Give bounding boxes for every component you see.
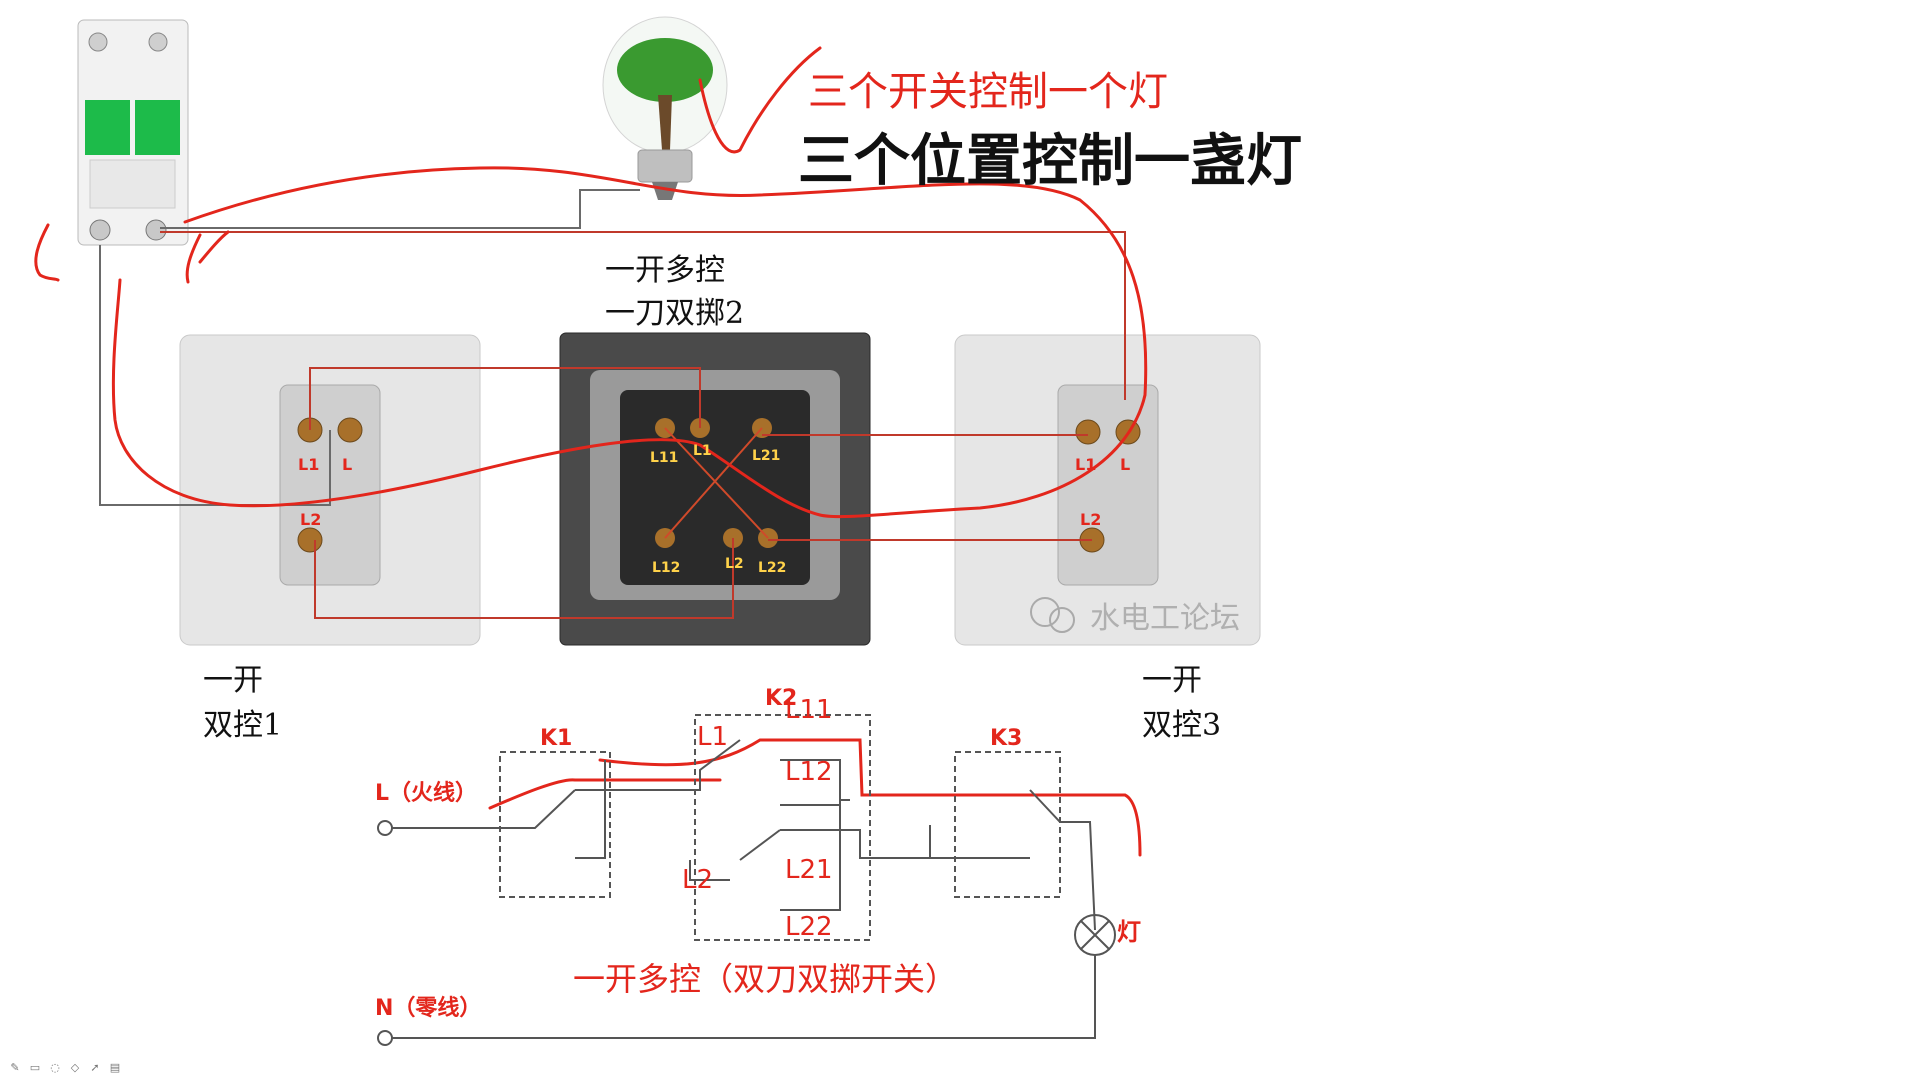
schematic-k2-l11: L11	[785, 695, 833, 725]
schematic-k3: K3	[990, 726, 1022, 751]
center-terminal-l2: L2	[725, 556, 744, 572]
title-black: 三个位置控制一盏灯	[798, 128, 1302, 194]
presentation-toolbar: ✎ ▭ ◌ ◇ ➚ ▤	[8, 1062, 122, 1074]
switch-panel-right	[954, 334, 1261, 646]
title-red: 三个开关控制一个灯	[808, 69, 1168, 115]
center-terminal-l21: L21	[752, 448, 780, 464]
left-switch-label-1: 一开	[203, 663, 263, 698]
watermark: 水电工论坛	[1030, 597, 1240, 636]
circuit-breaker	[77, 19, 189, 246]
watermark-text: 水电工论坛	[1090, 601, 1240, 636]
schematic-caption: 一开多控（双刀双掷开关）	[573, 960, 957, 998]
schematic-k2: K2	[765, 686, 797, 711]
pointer-icon[interactable]: ➚	[90, 1061, 100, 1074]
slide-icon[interactable]: ▭	[29, 1061, 41, 1074]
schematic-k2-l21: L21	[785, 855, 833, 885]
right-terminal-l1: L1	[1075, 455, 1096, 474]
left-terminal-l: L	[342, 455, 352, 474]
schematic-diagram	[377, 714, 1116, 1046]
schematic-k2-l12: L12	[785, 757, 833, 787]
center-terminal-l22: L22	[758, 560, 786, 576]
red-hand-ink	[34, 46, 1148, 857]
schematic-k1: K1	[540, 726, 572, 751]
light-bulb	[602, 16, 728, 200]
schematic-neutral: N（零线）	[375, 995, 481, 1021]
right-terminal-l2: L2	[1080, 510, 1101, 529]
pen-icon[interactable]: ✎	[10, 1061, 20, 1074]
eraser-icon[interactable]: ◌	[50, 1061, 60, 1074]
schematic-live: L（火线）	[375, 780, 477, 806]
switch-panel-center	[559, 332, 871, 646]
schematic-lamp: 灯	[1117, 918, 1141, 946]
right-switch-label-2: 双控3	[1142, 708, 1221, 743]
center-terminal-l11: L11	[650, 450, 678, 466]
left-terminal-l2: L2	[300, 510, 321, 529]
center-switch-label-1: 一开多控	[605, 253, 725, 288]
right-switch-label-1: 一开	[1142, 663, 1202, 698]
right-terminal-l: L	[1120, 455, 1130, 474]
highlighter-icon[interactable]: ◇	[70, 1061, 80, 1074]
left-switch-label-2: 双控1	[203, 708, 282, 743]
left-terminal-l1: L1	[298, 455, 319, 474]
center-terminal-l12: L12	[652, 560, 680, 576]
schematic-k2-l2: L2	[682, 865, 713, 895]
schematic-k2-l22: L22	[785, 912, 833, 942]
schematic-k2-l1: L1	[697, 722, 728, 752]
center-switch-label-2: 一刀双掷2	[605, 296, 744, 331]
center-terminal-l1: L1	[693, 443, 712, 459]
notes-icon[interactable]: ▤	[109, 1061, 121, 1074]
photo-wires	[99, 189, 1126, 619]
